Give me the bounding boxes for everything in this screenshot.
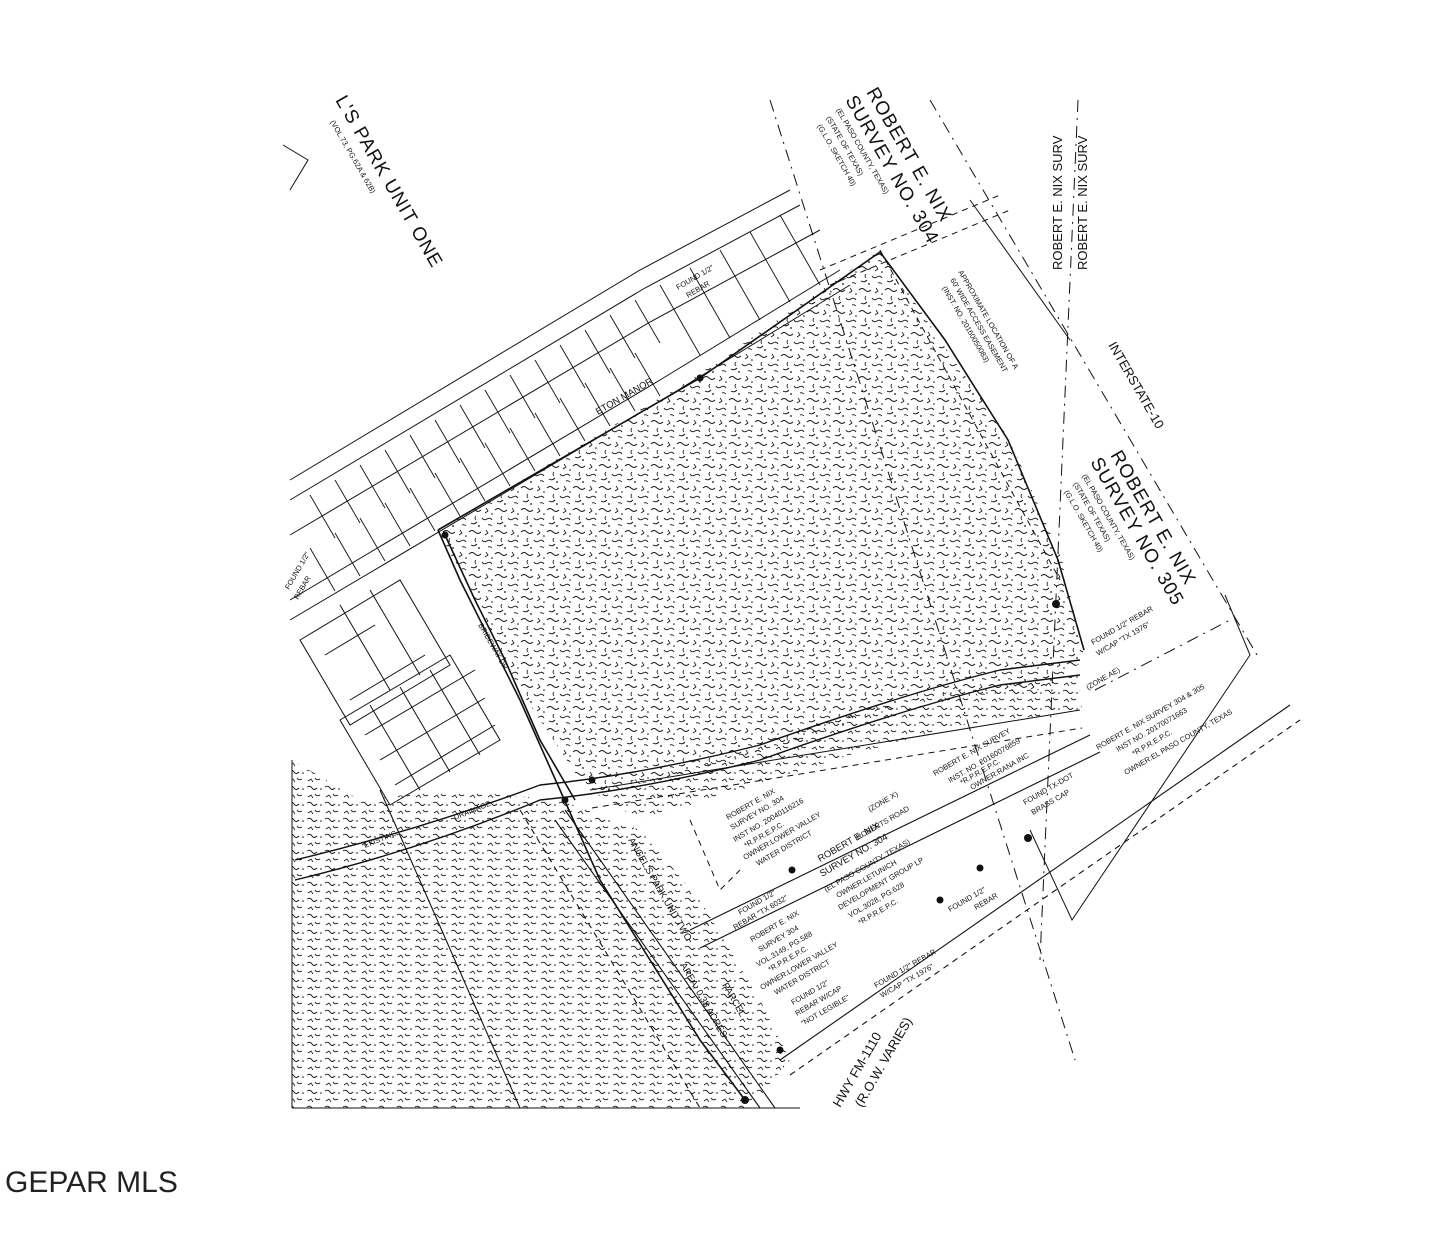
label-survey-top-right-2: ROBERT E. NIX SURV: [1075, 135, 1090, 270]
terrain-layer: [292, 250, 1085, 1108]
label-survey-top-right-1: ROBERT E. NIX SURV: [1050, 135, 1065, 270]
channel-terrain: [590, 675, 1082, 820]
survey-section-lines: [282, 99, 1261, 1061]
label-interstate: INTERSTATE-10: [1105, 339, 1167, 431]
survey-monuments: [441, 374, 1060, 1104]
monument-marker: [1052, 600, 1060, 608]
monument-marker: [976, 864, 984, 872]
monument-marker: [588, 776, 596, 784]
monument-marker: [741, 1096, 749, 1104]
monument-marker: [441, 531, 449, 539]
mls-watermark: GEPAR MLS: [5, 1166, 178, 1199]
south-terrain: [292, 760, 790, 1108]
drainage-channel: [294, 659, 1083, 881]
monument-marker: [561, 796, 569, 804]
monument-marker: [776, 1046, 784, 1054]
sheet-frame: [291, 760, 800, 1109]
monument-marker: [788, 866, 796, 874]
subdivision-lot-grid: [289, 189, 851, 806]
monument-marker: [696, 374, 704, 382]
label-zone-ae: (ZONE AE): [1085, 665, 1122, 692]
main-parcel-terrain: [438, 250, 1085, 795]
label-park-unit-one: L'S PARK UNIT ONE: [331, 92, 447, 272]
monument-marker: [936, 896, 944, 904]
right-of-way-lines: [379, 704, 1301, 1109]
monument-marker: [1024, 834, 1032, 842]
